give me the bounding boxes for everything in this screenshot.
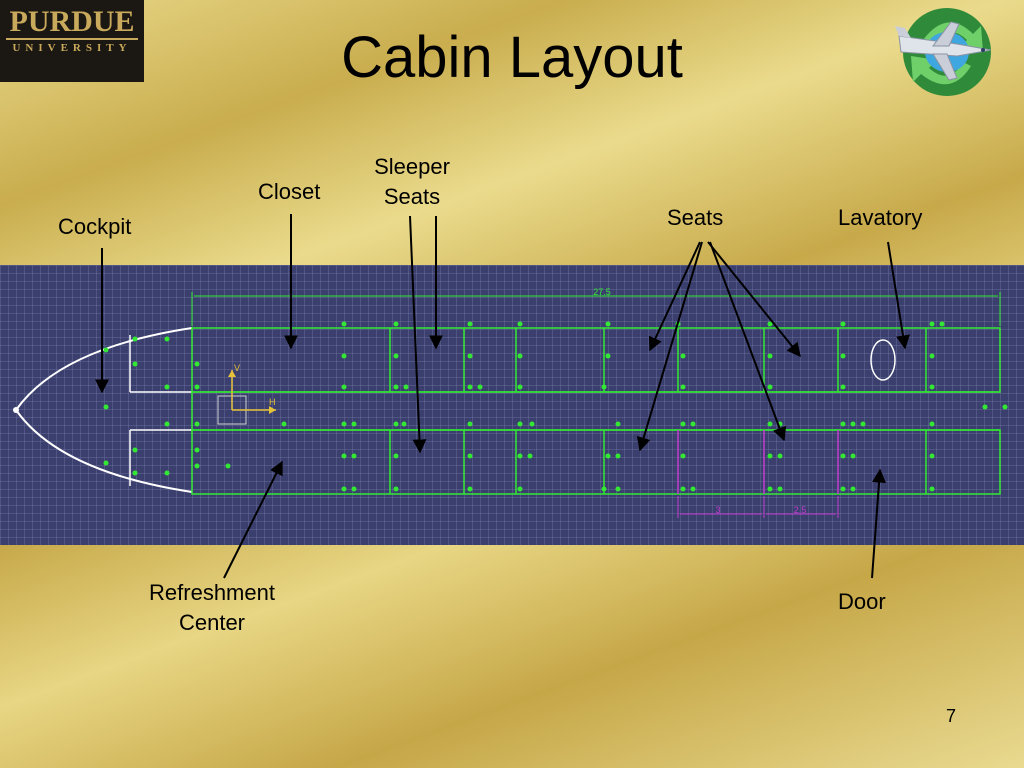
arrow-seats-2	[636, 241, 703, 452]
label-cockpit: Cockpit	[58, 214, 132, 239]
logo-divider	[6, 38, 138, 40]
arrow-seats-4	[709, 241, 787, 442]
seat-markers	[103, 321, 1008, 492]
arrow-lavatory	[887, 241, 910, 350]
dimension-door-label: 2.5	[794, 505, 807, 515]
cockpit-nose-outline	[14, 327, 193, 493]
label-sleeper-seats: Sleeper Seats	[364, 152, 460, 212]
recycle-jet-icon	[895, 8, 992, 96]
label-refreshment-line1: Refreshment	[149, 580, 275, 605]
arrow-seats-1	[648, 241, 701, 352]
nose-point	[13, 407, 19, 413]
slide-title: Cabin Layout	[341, 25, 683, 90]
arrow-sleeper-1	[409, 215, 427, 454]
logo-wordmark: PURDUE	[9, 5, 135, 38]
label-door: Door	[838, 589, 886, 614]
arrow-door	[871, 468, 887, 579]
label-sleeper-line2: Seats	[383, 184, 441, 209]
logo-subtitle: UNIVERSITY	[12, 42, 132, 54]
cabin-outline	[191, 327, 1001, 495]
dimension-seat-label: 3	[715, 505, 720, 515]
cabin-upper-row	[191, 327, 1001, 393]
label-refreshment-line2: Center	[178, 610, 246, 635]
label-refreshment-center: Refreshment Center	[132, 578, 292, 638]
dimension-total	[191, 292, 1001, 326]
purdue-logo: PURDUE UNIVERSITY	[0, 0, 144, 82]
door-markers	[677, 430, 839, 494]
axis-h-label: H	[269, 397, 276, 407]
label-lavatory: Lavatory	[838, 205, 923, 230]
label-sleeper-line1: Sleeper	[374, 154, 450, 179]
dimension-door	[677, 496, 839, 518]
axis-v-label: V	[234, 363, 240, 373]
lavatory-oval	[870, 339, 896, 381]
callout-arrows	[95, 214, 910, 579]
arrow-refreshment	[223, 460, 283, 579]
page-number: 7	[946, 706, 957, 726]
cabin-drawing-background	[0, 265, 1024, 545]
label-seats: Seats	[667, 205, 724, 230]
arrow-seats-3	[707, 241, 801, 358]
axis-widget	[217, 370, 276, 425]
dimension-total-label: 27.5	[593, 287, 611, 297]
label-closet: Closet	[258, 179, 321, 204]
